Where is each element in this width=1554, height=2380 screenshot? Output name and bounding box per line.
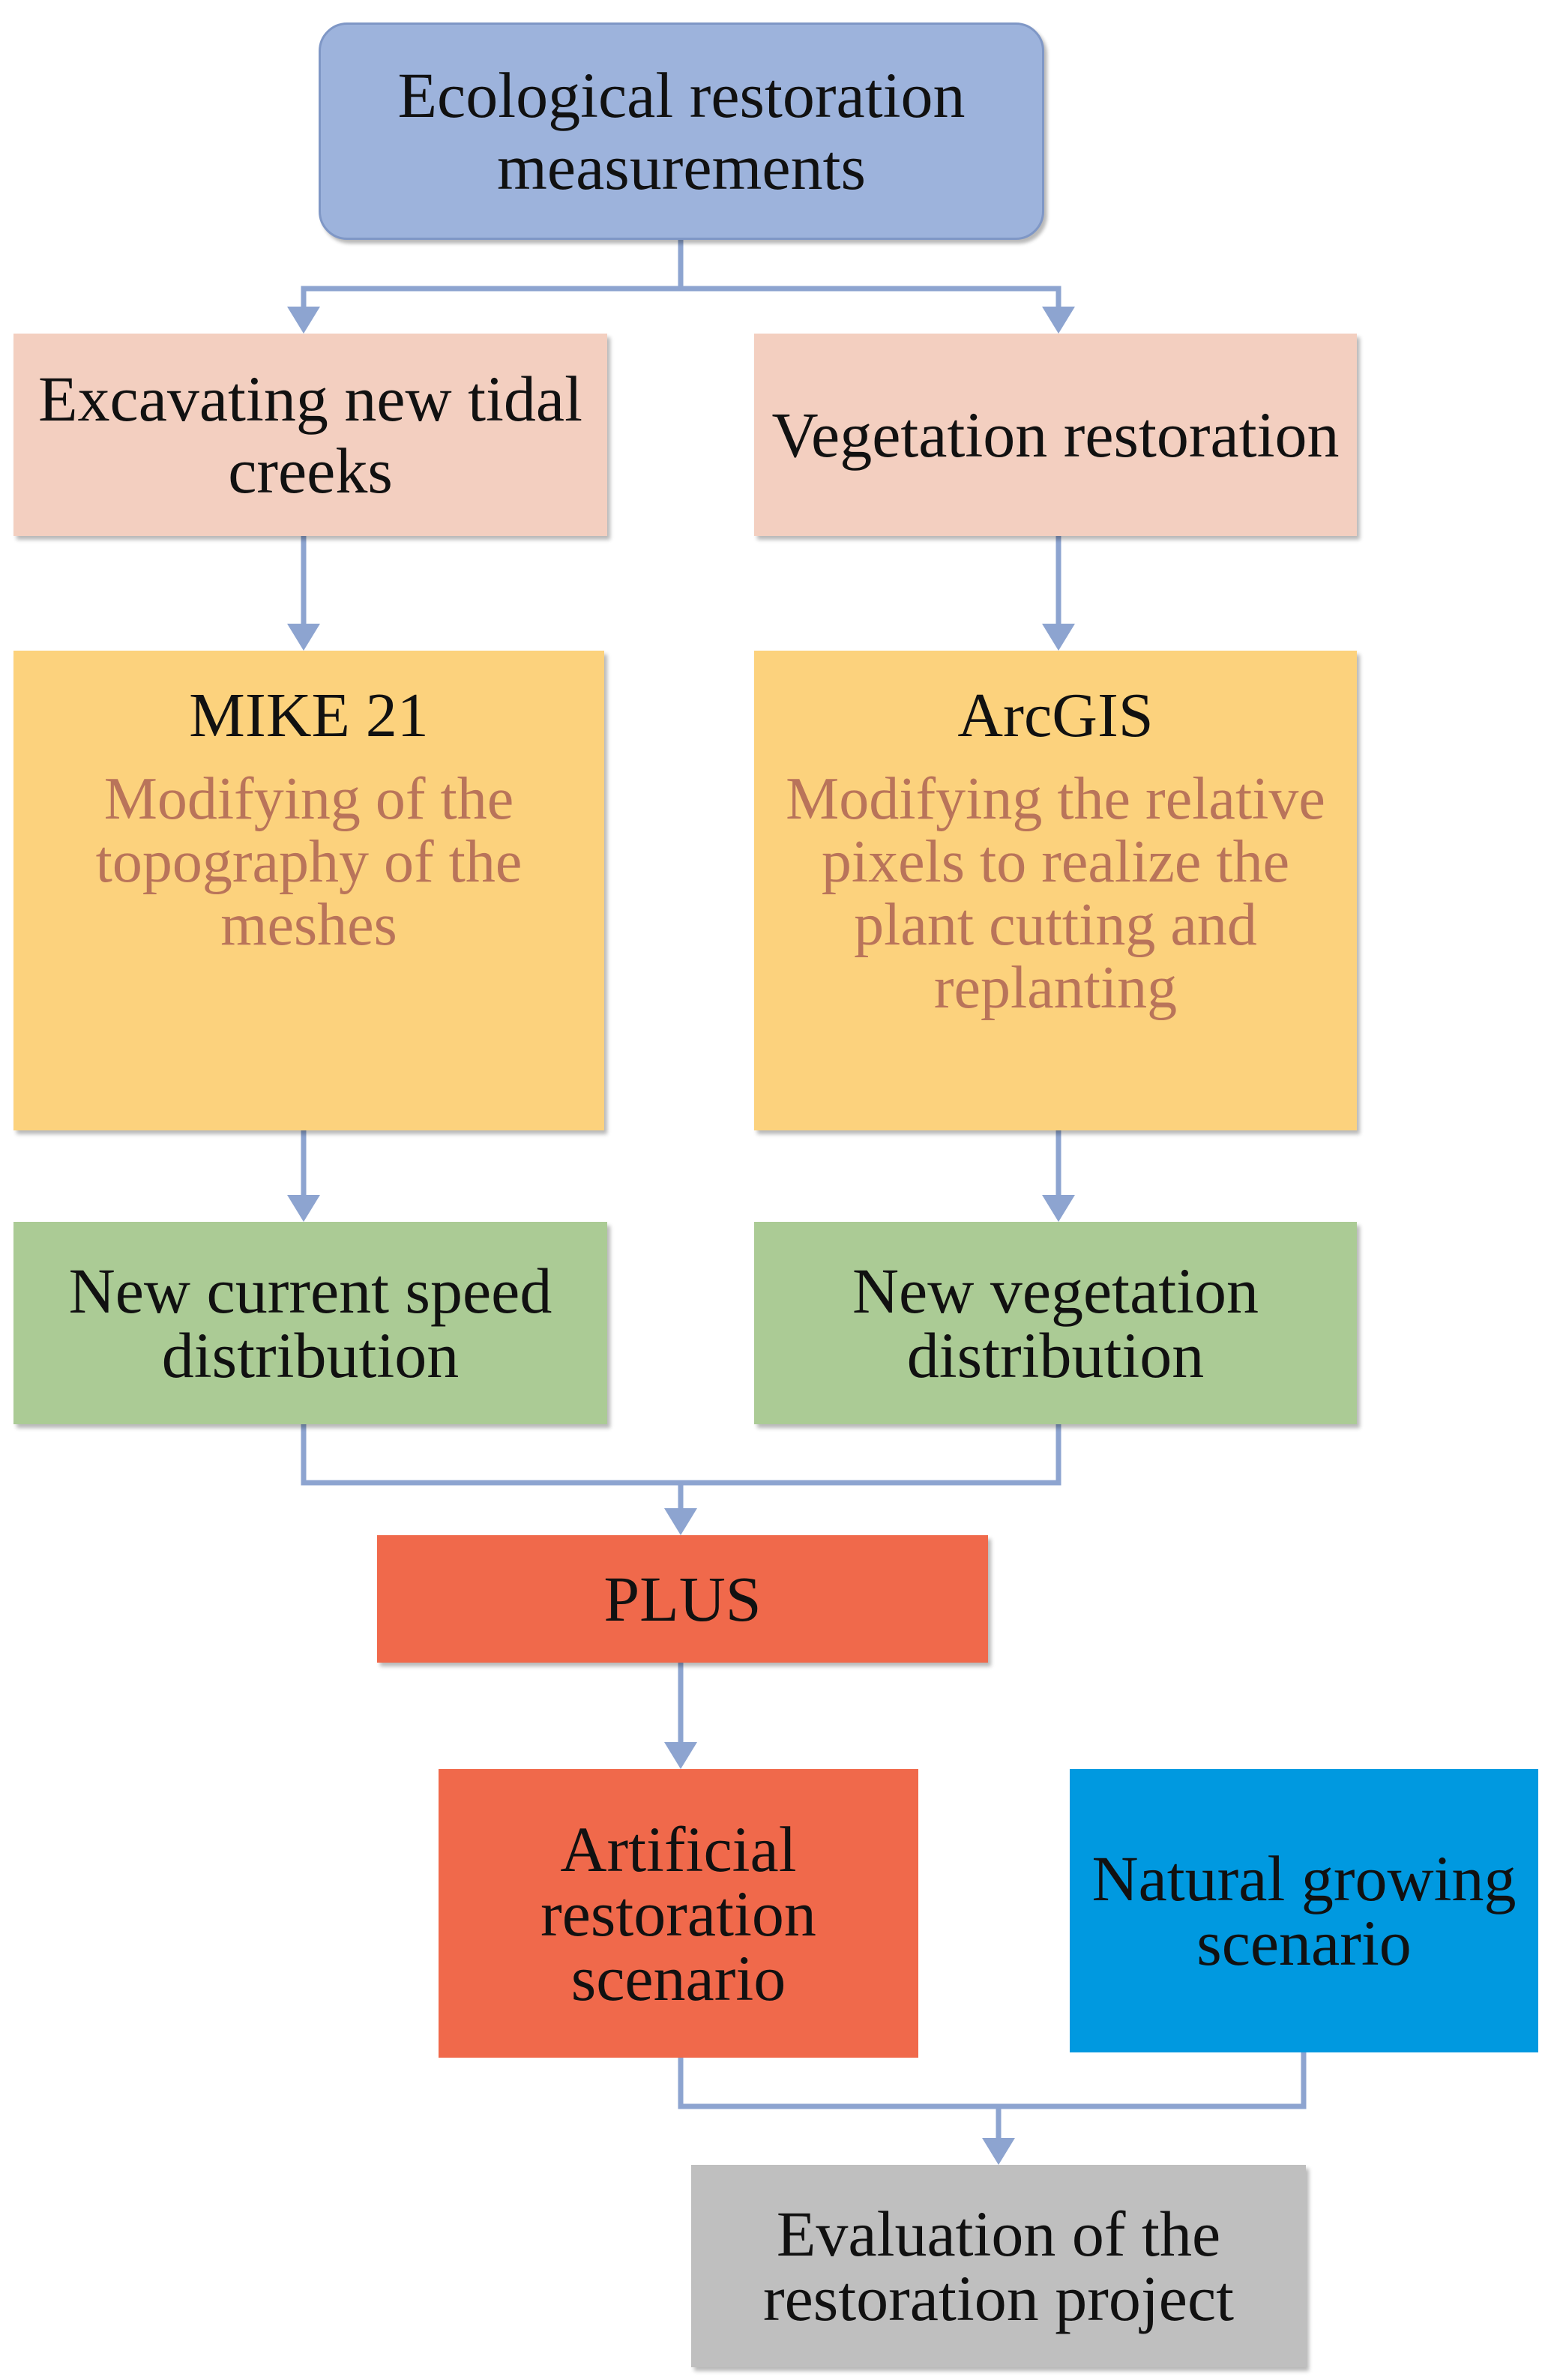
tool-description: Modifying of the topography of the meshe… bbox=[95, 766, 522, 959]
tool-description: Modifying the relative pixels to realize… bbox=[786, 766, 1325, 1022]
node-label: New vegetation distribution bbox=[852, 1255, 1259, 1391]
node-evaluation: Evaluation of the restoration project bbox=[691, 2165, 1306, 2367]
node-ecological-restoration: Ecological restoration measurements bbox=[319, 22, 1044, 240]
arrowhead bbox=[1042, 1195, 1075, 1222]
node-label: Evaluation of the restoration project bbox=[762, 2198, 1235, 2334]
node-label: New current speed distribution bbox=[68, 1255, 552, 1391]
node-label: PLUS bbox=[603, 1562, 762, 1635]
arrowhead bbox=[1042, 307, 1075, 334]
node-artificial-restoration-scenario: Artificial restoration scenario bbox=[439, 1769, 918, 2058]
node-label: Excavating new tidal creeks bbox=[38, 362, 582, 507]
node-vegetation-restoration: Vegetation restoration bbox=[754, 334, 1357, 536]
node-arcgis: ArcGIS Modifying the relative pixels to … bbox=[754, 651, 1357, 1130]
node-label: Ecological restoration measurements bbox=[397, 58, 966, 203]
node-plus: PLUS bbox=[377, 1535, 988, 1663]
node-current-speed-distribution: New current speed distribution bbox=[13, 1222, 607, 1424]
arrowhead bbox=[287, 624, 320, 651]
arrowhead bbox=[664, 1508, 697, 1535]
tool-name: ArcGIS bbox=[957, 681, 1154, 750]
node-mike21: MIKE 21 Modifying of the topography of t… bbox=[13, 651, 604, 1130]
arrowhead bbox=[287, 1195, 320, 1222]
node-label: Vegetation restoration bbox=[771, 398, 1340, 471]
tool-name: MIKE 21 bbox=[189, 681, 429, 750]
node-excavating-tidal-creeks: Excavating new tidal creeks bbox=[13, 334, 607, 536]
node-label: Natural growing scenario bbox=[1091, 1843, 1517, 1979]
arrowhead bbox=[287, 307, 320, 334]
arrowhead bbox=[1042, 624, 1075, 651]
arrowhead bbox=[664, 1742, 697, 1769]
node-vegetation-distribution: New vegetation distribution bbox=[754, 1222, 1357, 1424]
node-label: Artificial restoration scenario bbox=[540, 1813, 816, 2014]
arrowhead bbox=[982, 2138, 1015, 2165]
node-natural-growing-scenario: Natural growing scenario bbox=[1070, 1769, 1538, 2052]
